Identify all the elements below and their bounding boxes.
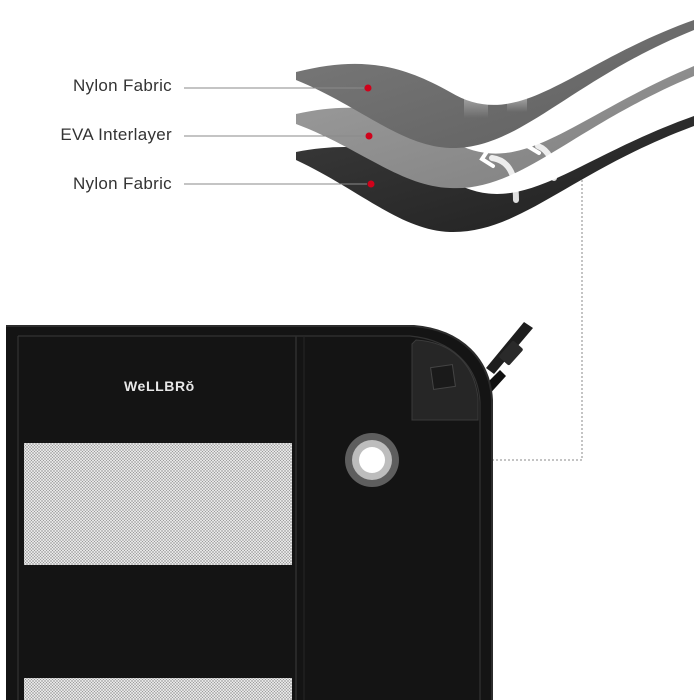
brand-logo: WeLLBRŏ xyxy=(124,378,195,394)
fabric-layers-diagram xyxy=(296,20,694,233)
bottom-layer-label: Nylon Fabric xyxy=(72,174,172,193)
airflow-arrow-icon xyxy=(479,136,557,203)
folded-panel xyxy=(6,322,533,700)
top-nylon-layer xyxy=(296,20,694,149)
middle-layer-marker xyxy=(365,132,373,140)
grommet-icon xyxy=(345,433,399,487)
label-leader-lines xyxy=(184,87,367,185)
mesh-pocket-lower xyxy=(24,678,292,700)
callout-dashed-line xyxy=(398,180,583,461)
airflow-arrow-icon xyxy=(452,24,535,118)
bottom-nylon-layer xyxy=(296,116,694,233)
bottom-layer-marker xyxy=(367,180,375,188)
middle-layer-label: EVA Interlayer xyxy=(60,125,172,144)
top-layer-marker xyxy=(364,84,372,92)
top-layer-label: Nylon Fabric xyxy=(72,76,172,95)
mesh-pocket-upper xyxy=(24,443,292,565)
middle-eva-layer xyxy=(296,66,694,189)
